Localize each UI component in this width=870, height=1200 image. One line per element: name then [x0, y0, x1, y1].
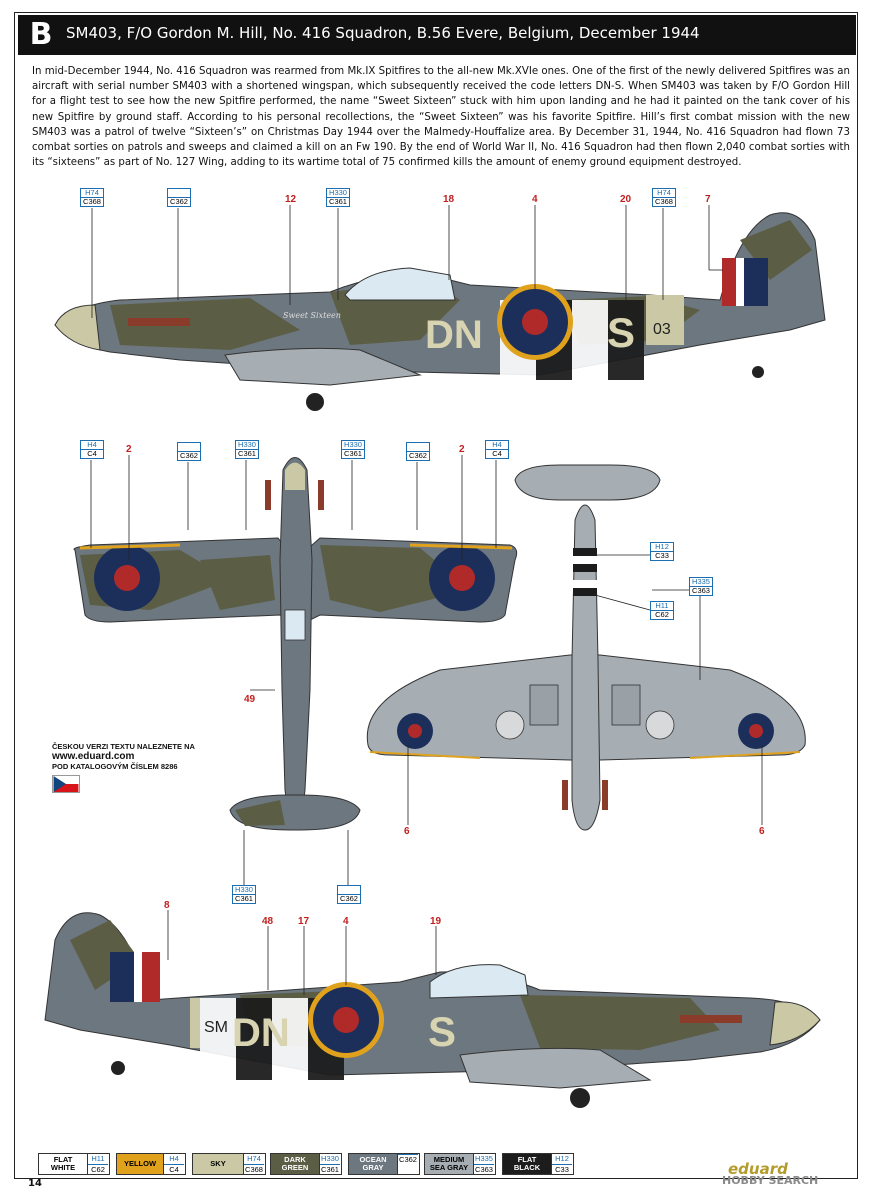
decal-number: 20 [620, 194, 632, 205]
profile-header: B SM403, F/O Gordon M. Hill, No. 416 Squ… [18, 15, 856, 55]
decal-number: 48 [262, 916, 274, 927]
code-letter-left-s: S [607, 309, 635, 356]
code-letter-right-s: S [428, 1008, 456, 1055]
upper-planform [73, 457, 518, 831]
decal-number: 12 [285, 194, 297, 205]
decal-number: 6 [759, 826, 765, 837]
decal-number: 17 [298, 916, 310, 927]
eduard-link[interactable]: www.eduard.com [52, 751, 135, 762]
page-frame [14, 12, 858, 1179]
lower-planform [366, 464, 806, 831]
paint-callout: C362 [337, 885, 361, 904]
paint-callout: C362 [406, 442, 430, 461]
history-paragraph: In mid-December 1944, No. 416 Squadron w… [32, 66, 850, 169]
decal-number: 6 [404, 826, 410, 837]
paint-callout: C362 [167, 188, 191, 207]
callout-leader-lines [90, 205, 763, 995]
nose-art: Sweet Sixteen [283, 311, 341, 320]
page-number: 14 [28, 1178, 42, 1189]
serial-tail-left: 03 [653, 321, 671, 338]
decal-number: 4 [343, 916, 349, 927]
decal-number: 2 [126, 444, 132, 455]
decal-number: 7 [705, 194, 711, 205]
legend-swatch: OCEAN GRAY C362 [348, 1153, 420, 1175]
code-letters-right-dn: DN [232, 1011, 290, 1055]
left-side-profile [54, 212, 826, 411]
decal-number: 8 [164, 900, 170, 911]
czech-version-note: ČESKOU VERZI TEXTU NALEZNETE NA www.edua… [52, 742, 232, 772]
paint-callout: C362 [177, 442, 201, 461]
code-letters-left-dn: DN [425, 313, 483, 357]
decal-number: 49 [244, 694, 256, 705]
decal-number: 19 [430, 916, 442, 927]
decal-number: 18 [443, 194, 455, 205]
czech-flag-icon [52, 775, 80, 793]
serial-right-side: SM [204, 1019, 228, 1036]
decal-number: 2 [459, 444, 465, 455]
profile-letter: B [29, 17, 53, 52]
right-side-profile [44, 912, 821, 1108]
profile-title: SM403, F/O Gordon M. Hill, No. 416 Squad… [66, 24, 700, 42]
decal-number: 4 [532, 194, 538, 205]
eduard-logo: eduard [728, 1160, 788, 1178]
hobby-search-watermark: HOBBY SEARCH [722, 1174, 819, 1187]
